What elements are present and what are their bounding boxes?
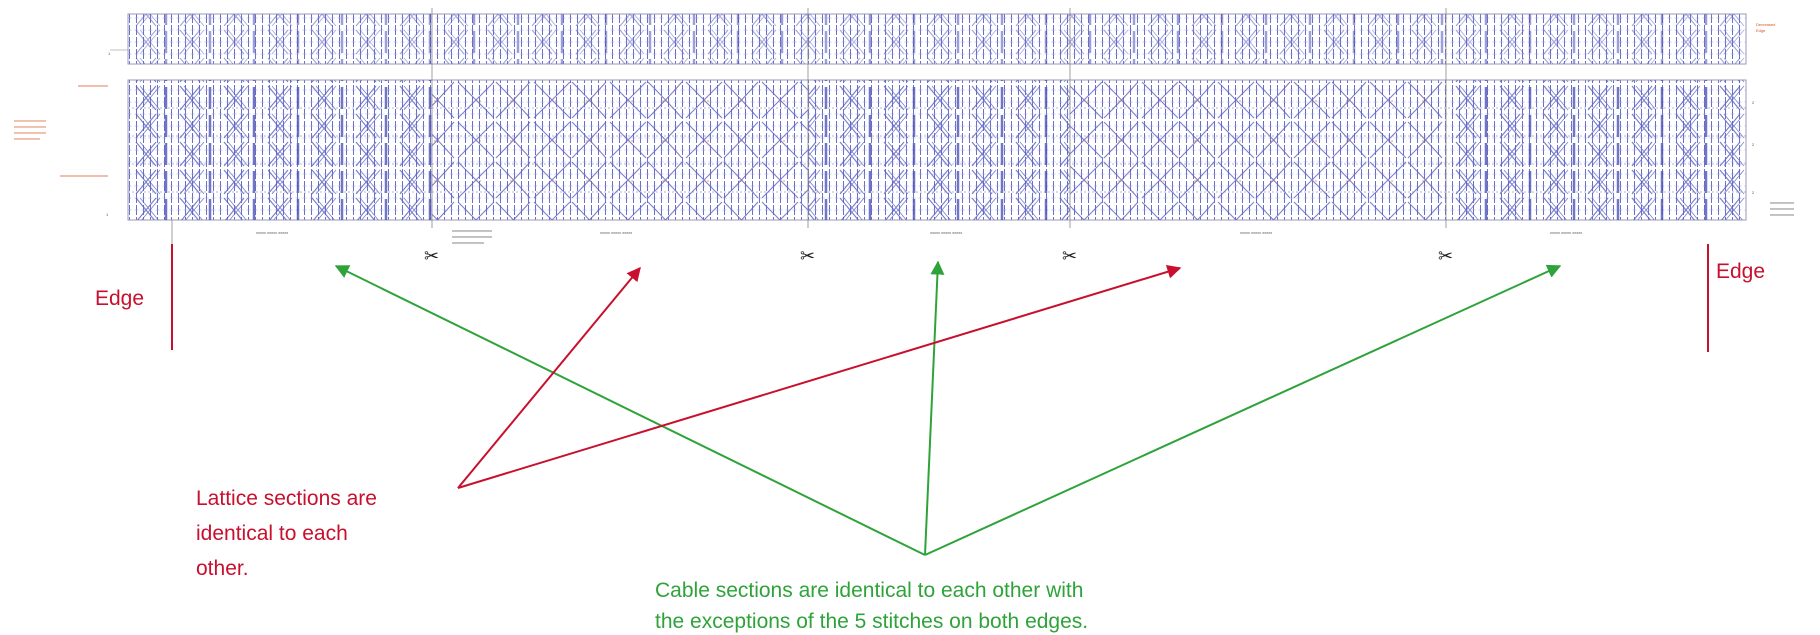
svg-text:Edge: Edge: [1756, 28, 1766, 33]
svg-text:xxxxxxxxxxxxxxxx: xxxxxxxxxxxxxxxx: [452, 240, 484, 245]
lattice-note-line-2: identical to each: [196, 522, 348, 545]
cable-arrows: [334, 260, 1562, 556]
cable-section: [128, 80, 432, 220]
svg-text:xxxxxxxxxxxxxxxxxxxx: xxxxxxxxxxxxxxxxxxxx: [452, 234, 492, 239]
cable-section: [1446, 80, 1746, 220]
cable-note: Cable sections are identical to each oth…: [655, 579, 1089, 633]
edge-left-label: Edge: [95, 287, 144, 310]
svg-text:xxxxxxxxxxxxx: xxxxxxxxxxxxx: [14, 136, 40, 141]
scissors-icon: ✂: [1438, 246, 1453, 267]
lattice-note-line-3: other.: [196, 557, 249, 580]
chart-top-band: 1 Decreased Edge: [108, 13, 1775, 65]
scissors-icon: ✂: [1062, 246, 1077, 267]
chart-main-band: xxxxxxxxxxxxxxxx xxxxxxxxxxxxxxxx xxxxxx…: [14, 79, 1794, 221]
svg-text:xxxxxxxxxxxxxxxxxxxx: xxxxxxxxxxxxxxxxxxxx: [452, 228, 492, 233]
lattice-note-line-1: Lattice sections are: [196, 487, 377, 510]
scissors-icon: ✂: [424, 246, 439, 267]
svg-text:Decreased: Decreased: [1756, 22, 1775, 27]
svg-text:xxxxx xxxxx xxxxx: xxxxx xxxxx xxxxx: [1240, 230, 1272, 235]
scissors-icon: ✂: [800, 246, 815, 267]
svg-text:xxxxx xxxxx xxxxx: xxxxx xxxxx xxxxx: [1550, 230, 1582, 235]
svg-text:xxxxxxxxxxxxxxxx: xxxxxxxxxxxxxxxx: [14, 118, 46, 123]
lattice-arrows: [457, 264, 1182, 489]
lattice-section: [1070, 80, 1446, 220]
svg-text:xxxxxxxxxxxx: xxxxxxxxxxxx: [1770, 212, 1794, 217]
edge-right-marker: Edge: [1707, 244, 1765, 352]
edge-right-label: Edge: [1716, 260, 1765, 283]
svg-text:2: 2: [1752, 142, 1755, 147]
svg-text:xxxxxxxxxxxx: xxxxxxxxxxxx: [1770, 200, 1794, 205]
lattice-section: [432, 80, 808, 220]
svg-text:xxxxxxxxxxxx: xxxxxxxxxxxx: [1770, 206, 1794, 211]
svg-text:xxxxx xxxxx xxxxx: xxxxx xxxxx xxxxx: [600, 230, 632, 235]
section-labels: xxxxx xxxxx xxxxx xxxxx xxxxx xxxxx xxxx…: [256, 228, 1582, 245]
cable-note-line-1: Cable sections are identical to each oth…: [655, 579, 1083, 602]
edge-left-marker: Edge: [95, 244, 173, 350]
svg-text:xxxxxxxxxxxxxxxx: xxxxxxxxxxxxxxxx: [14, 124, 46, 129]
lattice-note: Lattice sections are identical to each o…: [196, 487, 383, 580]
svg-text:xxxxx xxxxx xxxxx: xxxxx xxxxx xxxxx: [256, 230, 288, 235]
svg-text:xxxxxxxxxxxxxxxx: xxxxxxxxxxxxxxxx: [14, 130, 46, 135]
svg-text:1: 1: [108, 51, 111, 56]
svg-text:1: 1: [106, 212, 109, 217]
cut-markers: ✂ ✂ ✂ ✂: [424, 246, 1453, 267]
svg-text:xxxxx xxxxx xxxxx: xxxxx xxxxx xxxxx: [930, 230, 962, 235]
svg-text:2: 2: [1752, 190, 1755, 195]
cable-section: [808, 80, 1070, 220]
cable-note-line-2: the exceptions of the 5 stitches on both…: [655, 610, 1088, 633]
svg-text:2: 2: [1752, 100, 1755, 105]
section-dividers: [171, 8, 1447, 244]
